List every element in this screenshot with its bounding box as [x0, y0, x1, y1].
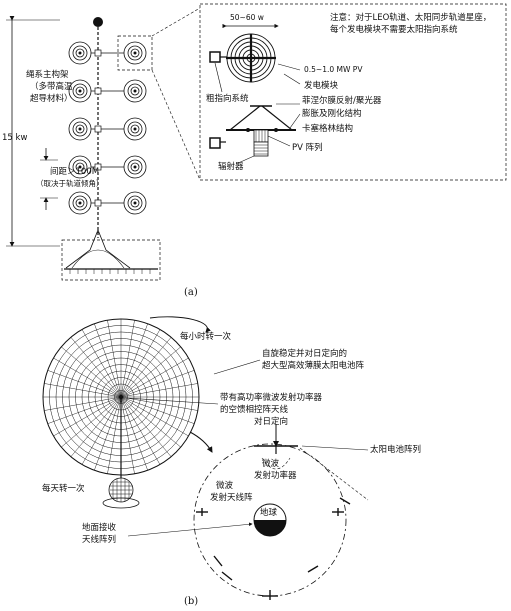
label-diameter: 50~60 w [230, 13, 264, 22]
label-antenna-1: 带有高功率微波发射功率器 [220, 392, 323, 403]
label-antenna-2: 的空馈相控阵天线 [220, 404, 289, 415]
label-inflatable: 膨胀及刚化结构 [302, 108, 362, 119]
label-tx-antenna-1: 微波 [216, 480, 234, 491]
power-module [68, 117, 92, 141]
detail-panel [199, 3, 507, 181]
label-tx-antenna-2: 发射天线阵 [210, 492, 253, 503]
power-module [68, 191, 92, 215]
label-radiator: 辐射器 [218, 161, 244, 172]
label-array-2: 超大型高效薄膜太阳电池阵 [262, 360, 365, 371]
label-tether: 绳系主构架 [26, 69, 69, 80]
pointing-device [209, 51, 221, 63]
module-array [68, 41, 147, 215]
label-solar-cell: 太阳电池阵列 [370, 444, 421, 455]
power-module [123, 191, 147, 215]
orbit-circle [193, 443, 347, 597]
label-array-1: 自旋稳定并对日定向的 [262, 348, 347, 359]
label-power: 15 kw [2, 133, 27, 143]
label-spacing-1: 间距＞100M [50, 167, 99, 177]
caption-a: (a) [184, 287, 198, 298]
figure-b: 每小时转一次 自旋稳定并对日定向的 超大型高效薄膜太阳电池阵 带有高功率微波发射… [42, 316, 421, 607]
label-rotate-hour: 每小时转一次 [180, 331, 232, 342]
rotation-arrow-top [149, 316, 212, 333]
label-ground-1: 地面接收 [82, 522, 117, 533]
solar-array-disk [42, 318, 200, 476]
pointing-device-lower [209, 137, 221, 149]
label-microwave-1: 微波 [262, 458, 280, 469]
power-module [68, 41, 92, 65]
power-module [123, 41, 147, 65]
rotation-arrow-bottom [102, 497, 140, 509]
label-fresnel: 菲涅尔膜反射/聚光器 [302, 95, 382, 106]
caption-b: (b) [184, 596, 198, 607]
label-earth: 地球 [260, 507, 278, 518]
detail-highlight-box [117, 35, 153, 71]
label-ground-2: 天线阵列 [82, 534, 116, 545]
label-microwave-2: 发射功率器 [254, 470, 297, 481]
label-module: 发电模块 [304, 80, 339, 91]
label-spacing-2: （取决于轨道倾角） [36, 178, 104, 188]
orbit-satellites [196, 497, 351, 600]
label-material-1: （多带高温 [30, 81, 73, 92]
power-module [123, 155, 147, 179]
note-line-2: 每个发电模块不需要太阳指向系统 [330, 24, 458, 35]
label-pv-array: PV 阵列 [292, 142, 323, 153]
power-module [123, 117, 147, 141]
label-sun-point: 对日定向 [254, 416, 288, 427]
top-node [93, 17, 103, 27]
label-pointing: 粗指向系统 [206, 93, 249, 104]
figure-a: 绳系主构架 （多带高温 超导材料） 15 kw 间距＞100M （取决于轨道倾角… [2, 3, 507, 298]
label-pv-power: 0.5~1.0 MW PV [304, 65, 363, 74]
ground-base-box [61, 239, 161, 281]
note-line-1: 注意：对于LEO轨道、太阳同步轨道星座， [330, 12, 491, 23]
power-module [123, 79, 147, 103]
label-cassegrain: 卡塞格林结构 [302, 123, 353, 134]
radiator-block [253, 141, 269, 157]
label-material-2: 超导材料） [30, 93, 73, 104]
label-rotate-day: 每天转一次 [42, 483, 85, 494]
